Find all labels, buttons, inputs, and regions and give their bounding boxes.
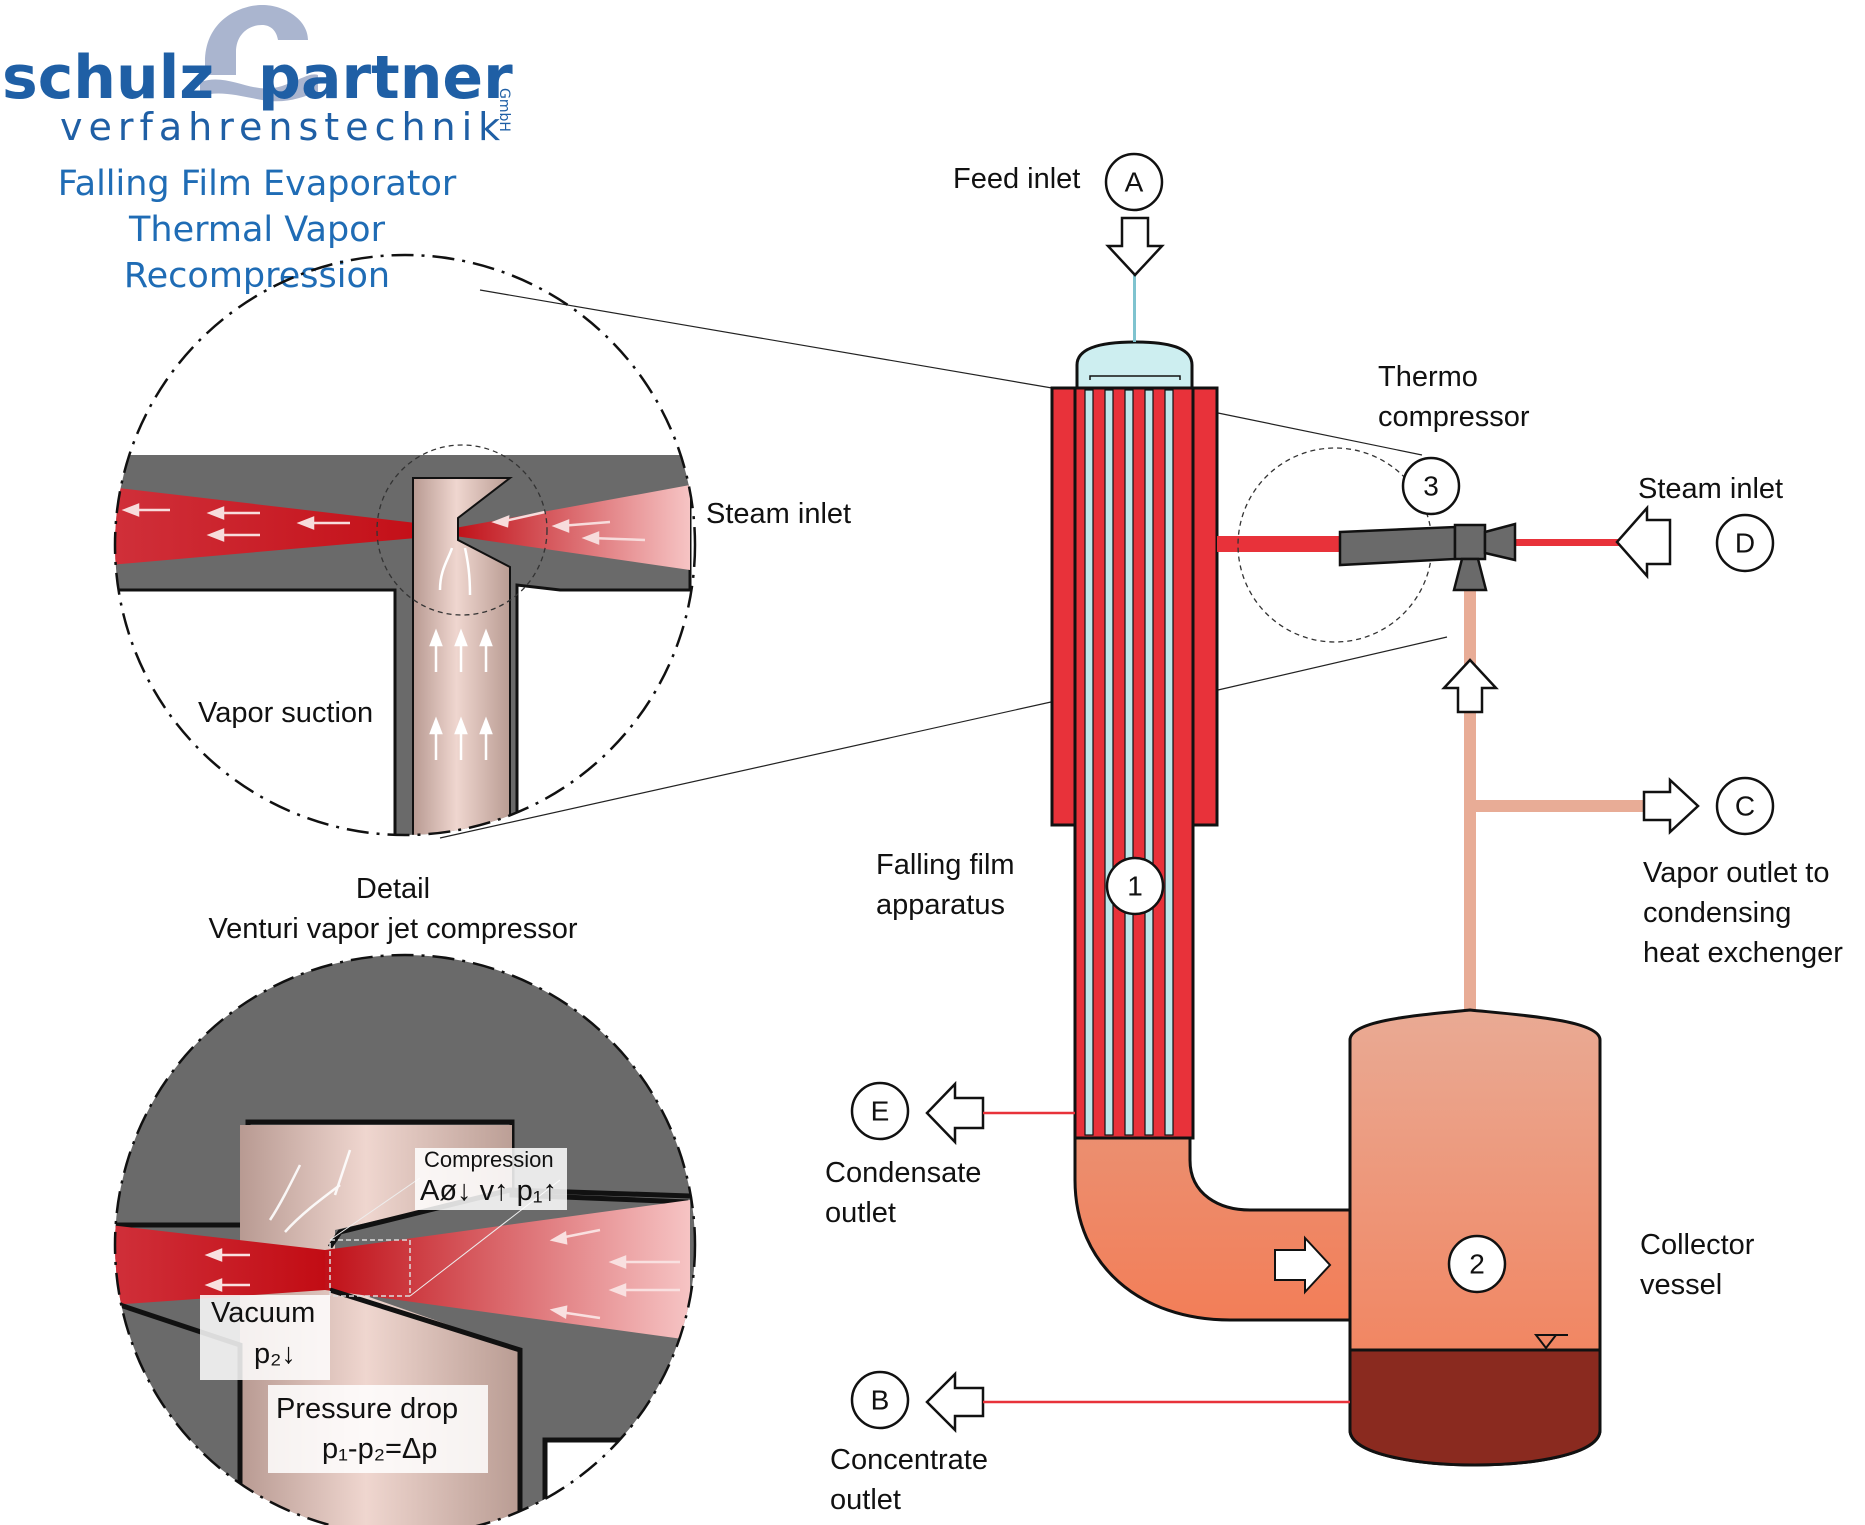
flow-arrow-icon [1274, 1235, 1332, 1295]
vapor-piping [1464, 586, 1644, 1018]
vapor-suction-label: Vapor suction [198, 697, 373, 729]
title-line-3: Recompression [124, 256, 390, 296]
vacuum-pressure-label: p₂↓ [254, 1338, 296, 1370]
steam-pipe-motive [1217, 536, 1342, 552]
falling-film-line-1: Falling film [876, 849, 1015, 881]
logo-suffix: GmbH [496, 88, 512, 132]
vapor-outlet-line-3: heat exchenger [1643, 937, 1843, 969]
feed-inlet-label: Feed inlet [953, 163, 1080, 195]
company-logo: schulz partner verfahrenstechnik GmbH [2, 5, 513, 149]
pressure-drop-label: Pressure drop [276, 1393, 458, 1425]
detail-callout-lines [439, 289, 1448, 839]
condensate-line-2: outlet [825, 1197, 896, 1229]
vapor-up-arrow-icon [1441, 658, 1499, 714]
logo-mark-icon [200, 5, 318, 102]
venturi-detail-top: Steam inlet Vapor suction Detail Venturi… [113, 253, 851, 945]
concentrate-line-2: outlet [830, 1484, 901, 1516]
collector-line-1: Collector [1640, 1229, 1755, 1261]
main-labels: Feed inlet Thermo compressor Steam inlet… [825, 163, 1843, 1516]
thermo-label-line-2: compressor [1378, 401, 1530, 433]
steam-inlet-label: Steam inlet [1638, 473, 1783, 505]
logo-subline: verfahrenstechnik [60, 105, 506, 149]
detail-caption-line-2: Venturi vapor jet compressor [208, 913, 577, 945]
logo-left-word: schulz [2, 43, 214, 113]
title-line-2: Thermal Vapor [128, 210, 386, 250]
pipe-arrows [925, 216, 1700, 1434]
diagram-title: Falling Film Evaporator Thermal Vapor Re… [58, 164, 457, 296]
steam-in-arrow-icon [1615, 504, 1672, 580]
concentrate-arrow-icon [925, 1370, 985, 1434]
feed-arrow-icon [1105, 216, 1165, 277]
condensate-arrow-icon [925, 1080, 985, 1146]
marker-2: 2 [1469, 1249, 1485, 1280]
marker-circles [850, 152, 1775, 1430]
detail-steam-inlet-label: Steam inlet [706, 498, 851, 530]
steam-pipe-inlet [1515, 539, 1647, 546]
vapor-outlet-line-1: Vapor outlet to [1643, 857, 1829, 889]
marker-d: D [1735, 528, 1755, 559]
condensate-line-1: Condensate [825, 1157, 981, 1189]
falling-film-apparatus [1050, 275, 1219, 1140]
elbow-pipe [1073, 1133, 1352, 1322]
marker-1: 1 [1127, 871, 1143, 902]
pressure-drop-formula: p₁-p₂=Δp [322, 1433, 437, 1465]
marker-b: B [871, 1385, 890, 1416]
marker-c: C [1735, 791, 1755, 822]
marker-a: A [1125, 167, 1144, 198]
falling-film-line-2: apparatus [876, 889, 1005, 921]
title-line-1: Falling Film Evaporator [58, 164, 457, 204]
collector-line-2: vessel [1640, 1269, 1722, 1301]
thermo-compressor [1237, 447, 1517, 643]
vapor-out-arrow-icon [1642, 777, 1700, 835]
venturi-detail-bottom: Compression Aø↓ v↑ p₁↑ Vacuum p₂↓ Pressu… [113, 953, 697, 1525]
vacuum-label: Vacuum [211, 1297, 315, 1329]
thermo-label-line-1: Thermo [1378, 361, 1478, 393]
marker-3: 3 [1423, 471, 1439, 502]
liquid-level-icon [1533, 1334, 1559, 1350]
compression-formula: Aø↓ v↑ p₁↑ [420, 1175, 557, 1207]
logo-right-word: partner [258, 43, 513, 113]
compression-label: Compression [424, 1147, 554, 1172]
concentrate-line-1: Concentrate [830, 1444, 988, 1476]
marker-e: E [871, 1096, 890, 1127]
vapor-outlet-line-2: condensing [1643, 897, 1791, 929]
detail-caption-line-1: Detail [356, 873, 430, 905]
